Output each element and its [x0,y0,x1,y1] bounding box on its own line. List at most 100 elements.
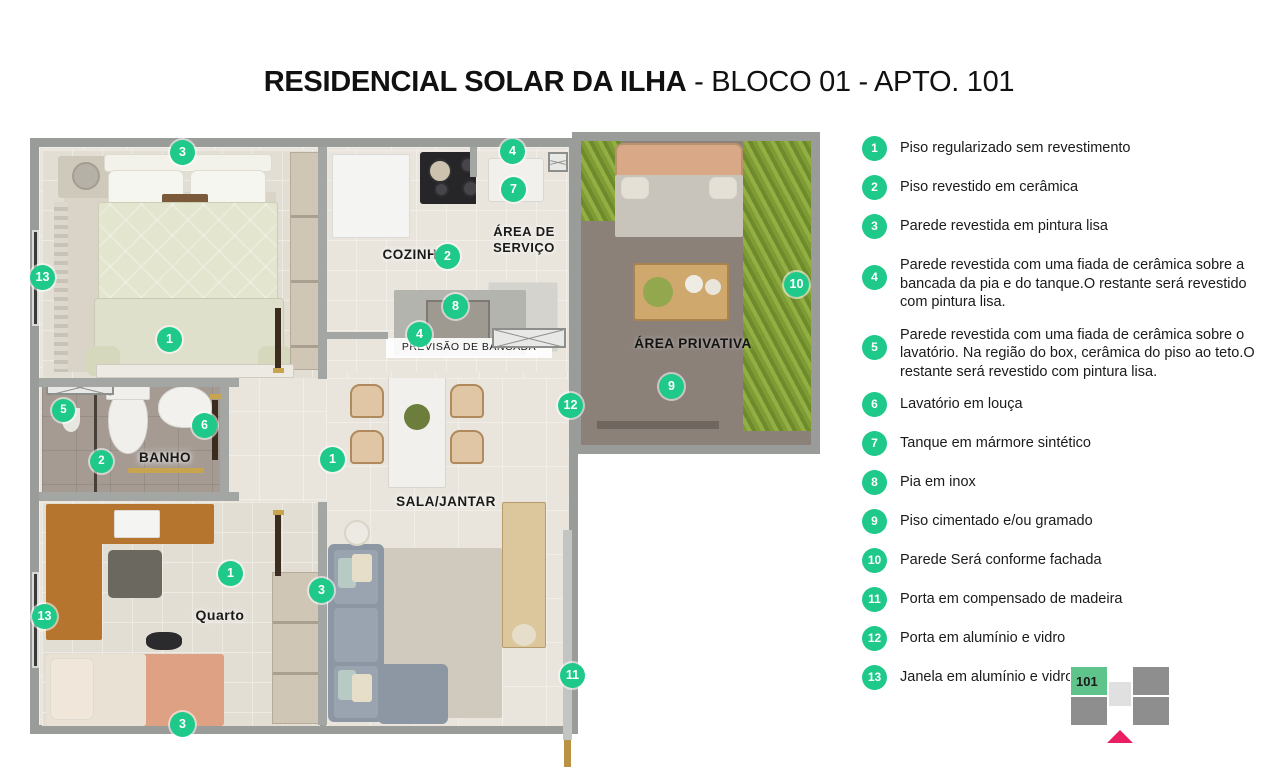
legend-text: Tanque em mármore sintético [900,435,1091,451]
towel-bar [128,468,204,473]
area-servico-label-1: ÁREA DE [493,224,555,239]
marker-6-lavatorio[interactable]: 6 [192,413,217,438]
wall-servico-west [470,147,477,177]
legend-badge: 2 [862,175,887,200]
page-title-project: RESIDENCIAL SOLAR DA ILHA [263,66,687,98]
door-quarto-top[interactable] [275,308,281,370]
legend-item: 11 Porta em compensado de madeira [862,587,1262,612]
legend-text: Piso cimentado e/ou gramado [900,513,1093,529]
door-entrada[interactable] [564,740,571,767]
laptop [114,510,160,538]
marker-1-quarto-top[interactable]: 1 [157,327,182,352]
legend-badge: 11 [862,587,887,612]
wall-quarto-top-south [39,378,239,387]
burner-1 [428,159,452,183]
marker-10-fachada[interactable]: 10 [784,272,809,297]
floor-lamp [344,520,370,546]
marker-4-bancada[interactable]: 4 [407,322,432,347]
locator-cell-connector [1108,681,1132,707]
locator-arrow-icon [1107,730,1133,743]
curtain-top [54,202,68,372]
door-handle-quarto-bottom [273,510,284,515]
marker-1-quarto-bottom[interactable]: 1 [218,561,243,586]
marker-2-banho[interactable]: 2 [90,450,113,473]
legend-text: Lavatório em louça [900,396,1023,412]
door-aluminio-vidro[interactable] [563,530,572,740]
sofa-seat-2 [334,608,378,662]
legend-item: 6 Lavatório em louça [862,392,1262,417]
legend-badge: 6 [862,392,887,417]
servico-window [548,152,568,172]
legend-badge: 5 [862,334,887,360]
door-handle-quarto-top [273,368,284,373]
legend-text: Parede revestida com uma fiada de cerâmi… [900,257,1247,310]
legend-item: 10 Parede Será conforme fachada [862,548,1262,573]
quarto-bottom-label: Quarto [195,607,245,623]
marker-13-quarto-bottom[interactable]: 13 [32,604,57,629]
shoes [146,632,182,650]
locator-cell-se [1132,696,1170,726]
marker-4-servico[interactable]: 4 [500,139,525,164]
console-decor [512,624,536,646]
marker-7-tanque[interactable]: 7 [501,177,526,202]
legend: 1 Piso regularizado sem revestimento 2 P… [862,136,1262,704]
outdoor-sofa [615,143,743,179]
legend-badge: 12 [862,626,887,651]
desk-side [46,540,102,640]
locator-cell-active [1070,666,1108,696]
desk-chair [108,550,162,598]
locator-cell-sw [1070,696,1108,726]
page-title: RESIDENCIAL SOLAR DA ILHA - BLOCO 01 - A… [0,66,1278,99]
legend-text: Piso revestido em cerâmica [900,179,1079,195]
table-bowl [685,275,703,293]
legend-item: 4 Parede revestida com uma fiada de cerâ… [862,253,1262,312]
hedge-corner [581,141,621,221]
door-quarto-bottom[interactable] [275,514,281,576]
marker-9-privativa[interactable]: 9 [659,374,684,399]
outdoor-cushion-2 [709,177,737,199]
legend-text: Janela em alumínio e vidro [900,669,1074,685]
wall-banho-east [220,382,229,494]
banho-label: BANHO [139,450,191,465]
window-x-icon [550,154,566,170]
servico-window-lower [492,328,566,348]
marker-3-quarto-top[interactable]: 3 [170,140,195,165]
legend-text: Piso regularizado sem revestimento [900,140,1131,156]
marker-3-quarto-bottom[interactable]: 3 [309,578,334,603]
wall-cozinha-south [326,332,388,339]
legend-badge: 1 [862,136,887,161]
banho-region [42,382,220,492]
wall-quarto-bottom-east [318,502,327,725]
marker-1-circulacao[interactable]: 1 [320,447,345,472]
marker-3-quarto-bottom-south[interactable]: 3 [170,712,195,737]
marker-8-pia[interactable]: 8 [443,294,468,319]
legend-item: 8 Pia em inox [862,470,1262,495]
sofa-cushion-1 [338,558,356,588]
legend-item: 1 Piso regularizado sem revestimento [862,136,1262,161]
legend-item: 9 Piso cimentado e/ou gramado [862,509,1262,534]
lamp-top [72,162,100,190]
floor-plan: Quarto COZINHA ÁREA DE SERVIÇO [30,132,820,767]
area-servico-label-2: SERVIÇO [493,240,555,255]
legend-item: 7 Tanque em mármore sintético [862,431,1262,456]
marker-11-entrada[interactable]: 11 [560,663,585,688]
marker-2-cozinha[interactable]: 2 [435,244,460,269]
sofa-cushion-3 [338,670,356,700]
unit-locator: 101 [1070,666,1170,746]
legend-badge: 9 [862,509,887,534]
marker-5-box[interactable]: 5 [52,399,75,422]
dining-table [388,378,446,488]
window-x-icon-2 [494,330,564,346]
sala-jantar-label: SALA/JANTAR [396,494,496,509]
marker-13-quarto-top[interactable]: 13 [30,265,55,290]
legend-badge: 13 [862,665,887,690]
marker-12-porta-aluminio[interactable]: 12 [558,393,583,418]
dining-chair-1 [350,384,384,418]
legend-text: Parede Será conforme fachada [900,552,1102,568]
bench-top-bedroom [96,364,294,378]
burner-4 [462,180,476,197]
toilet [108,390,148,454]
legend-item: 5 Parede revestida com uma fiada de cerâ… [862,323,1262,382]
legend-badge: 10 [862,548,887,573]
legend-badge: 4 [862,265,887,290]
